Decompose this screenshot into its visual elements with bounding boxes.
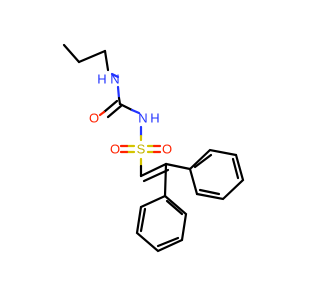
phenyl-ring-2 — [135, 194, 188, 253]
bond-co-double-b — [98, 110, 106, 117]
bond-propyl-2 — [77, 49, 107, 64]
atom-n-top: N — [110, 72, 119, 87]
atom-n-sulfonyl-h: H — [150, 111, 159, 126]
atom-o-carbonyl: O — [89, 111, 99, 126]
bond-propyl-n — [110, 72, 120, 79]
bond-cc-double-a — [139, 162, 168, 178]
phenyl-ring-2-double-b — [156, 236, 180, 248]
atom-o-sulfonyl-right: O — [162, 142, 172, 157]
bond-cc-double-b — [142, 168, 170, 183]
bond-co-double-c — [106, 104, 123, 119]
phenyl-ring-1-double-c — [198, 188, 221, 196]
atom-o-sulfonyl-left: O — [110, 142, 120, 157]
atom-sulfur: S — [137, 142, 146, 157]
phenyl-ring-1-double-b — [231, 157, 240, 180]
phenyl-ring-2-double-c — [139, 207, 147, 233]
bond-propyl-1 — [62, 43, 81, 64]
phenyl-ring-1-double-a — [193, 153, 213, 169]
bond-vinyl-ph1 — [164, 162, 192, 171]
bond-propyl-3 — [103, 49, 110, 72]
bond-c-nh — [118, 102, 134, 112]
phenyl-ring-1 — [188, 148, 245, 201]
atom-n-sulfonyl: N — [138, 111, 147, 126]
phenyl-ring-2-double-a — [165, 199, 184, 216]
bond-n-carbonyl — [116, 85, 121, 100]
bond-c-nh-b — [130, 108, 141, 115]
atom-n-top-h: H — [97, 72, 106, 87]
molecule-structure: N H O N H S O O — [62, 43, 245, 253]
bond-vinyl-ph2 — [163, 162, 168, 198]
bond-co-double-a — [102, 99, 119, 114]
